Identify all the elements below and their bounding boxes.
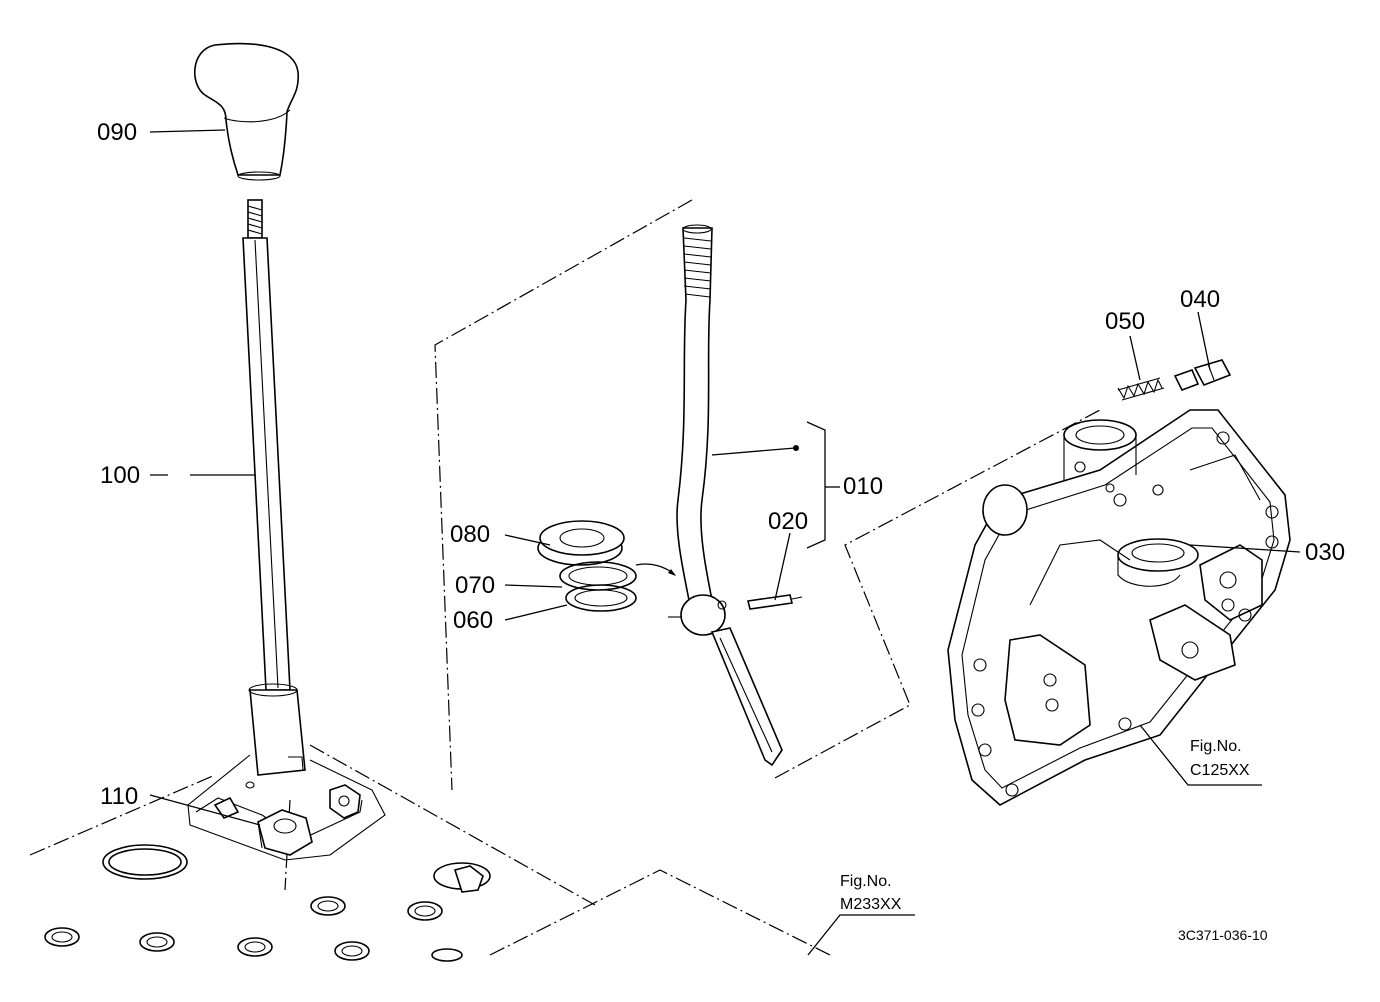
callout-110: 110 <box>100 783 139 810</box>
kit-bracket <box>806 421 826 549</box>
callout-030: 030 <box>1305 539 1346 566</box>
housing-seal-rings <box>44 844 491 962</box>
detent-spring-part <box>1117 377 1165 401</box>
base-plate-part <box>187 754 386 861</box>
callout-080: 080 <box>450 521 491 548</box>
washer-part <box>565 584 637 612</box>
fig-ref-c125-label: Fig.No. <box>1190 738 1242 755</box>
callout-090: 090 <box>97 119 138 146</box>
shift-knob-part <box>193 42 300 181</box>
callout-040: 040 <box>1180 286 1221 313</box>
fig-ref-m233-number: M233XX <box>840 896 902 913</box>
shift-lever-rod-part <box>242 199 306 776</box>
reference-lines <box>29 199 1101 956</box>
callout-020: 020 <box>768 508 809 535</box>
assembly-arrowhead <box>668 569 676 576</box>
drawing-code: 3C371-036-10 <box>1178 927 1268 943</box>
callout-070: 070 <box>455 572 496 599</box>
callout-010: 010 <box>843 473 884 500</box>
bent-shift-lever-part <box>668 224 783 767</box>
ball-seat-seal-part <box>537 520 625 566</box>
callout-100: 100 <box>100 462 141 489</box>
leader-lines <box>149 129 1301 956</box>
callout-050: 050 <box>1105 308 1146 335</box>
fig-ref-m233-label: Fig.No. <box>840 873 892 890</box>
fig-ref-c125-number: C125XX <box>1190 762 1250 779</box>
callout-060: 060 <box>453 607 494 634</box>
plug-part <box>1173 359 1232 392</box>
shift-case-housing <box>947 409 1291 806</box>
